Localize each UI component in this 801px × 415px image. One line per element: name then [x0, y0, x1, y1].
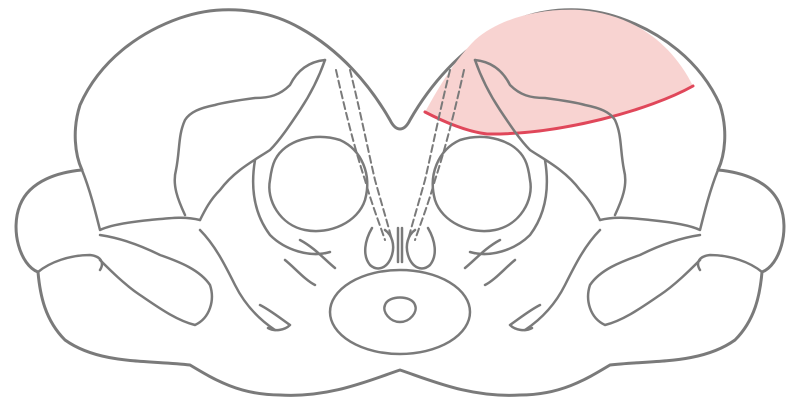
- skull-cross-section-diagram: [0, 0, 801, 415]
- diagram-canvas: [0, 0, 801, 415]
